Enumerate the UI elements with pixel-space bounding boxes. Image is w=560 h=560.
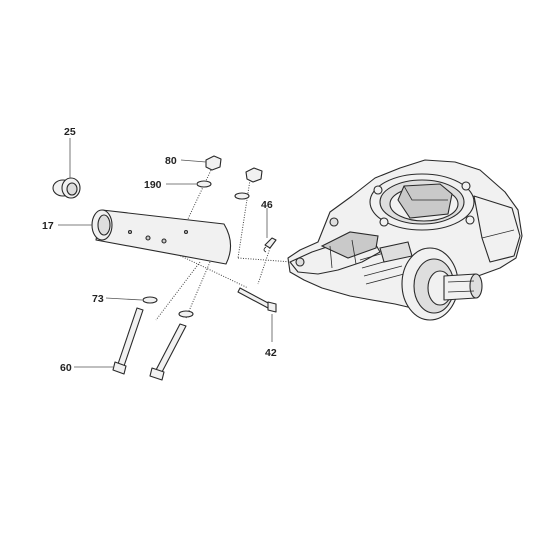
part-80-nuts: [205, 155, 263, 183]
gearbox-housing: [287, 159, 523, 321]
leader-lines: [58, 138, 273, 368]
callout-60: 60: [60, 362, 72, 374]
part-60-bolts: [112, 307, 187, 381]
callout-80: 80: [165, 155, 177, 167]
part-46-pin: [263, 237, 277, 253]
part-25-end-cap: [52, 177, 81, 199]
callout-190: 190: [144, 179, 162, 191]
part-42-bolt: [237, 287, 277, 313]
callout-25: 25: [64, 126, 76, 138]
callout-73: 73: [92, 293, 104, 305]
part-190-washers: [196, 180, 250, 200]
assembly-guide-lines: [155, 167, 293, 321]
callout-17: 17: [42, 220, 54, 232]
callout-46: 46: [261, 199, 273, 211]
part-17-tube: [91, 209, 232, 265]
callout-42: 42: [265, 347, 277, 359]
part-73-washers: [142, 296, 194, 318]
callout-labels: 25 80 190 46 17 73 42 60: [42, 126, 277, 374]
